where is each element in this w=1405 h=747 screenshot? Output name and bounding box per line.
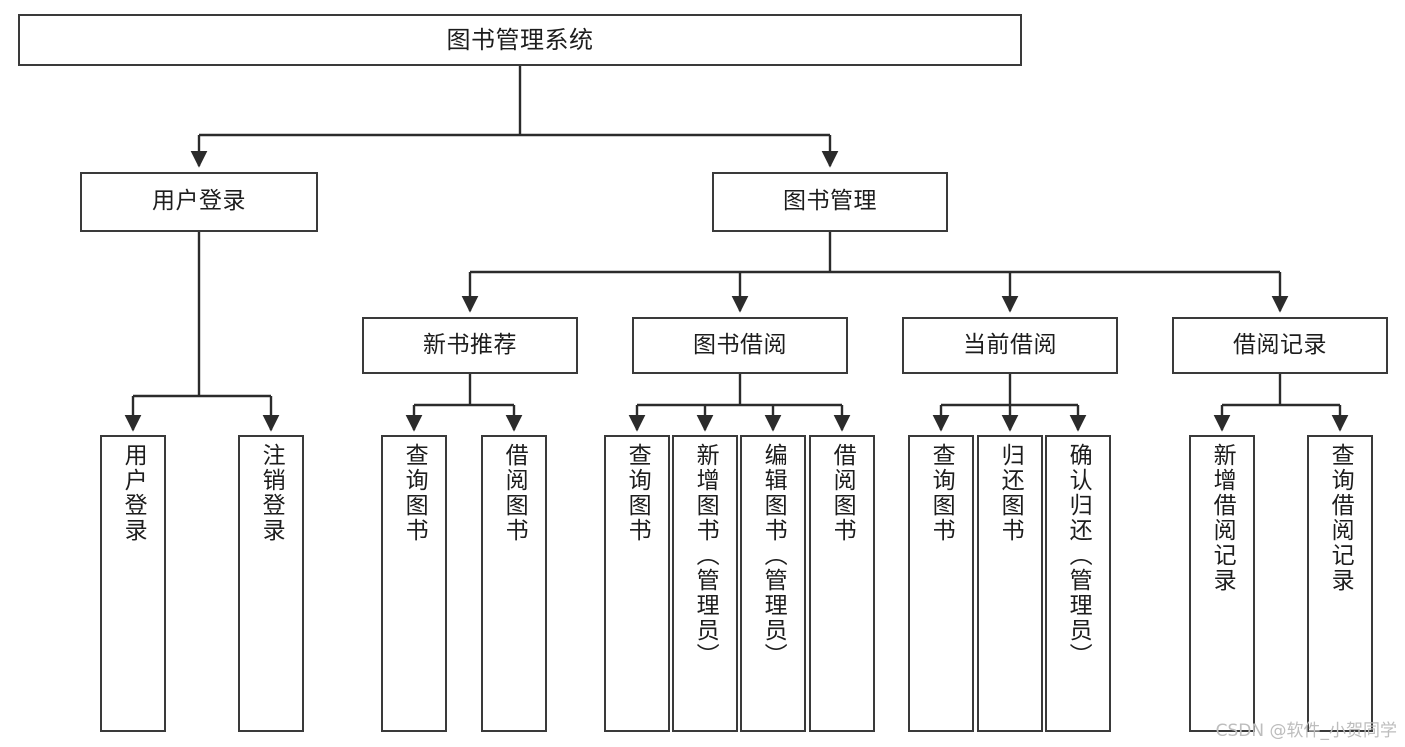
node-label: 新书推荐: [423, 331, 517, 358]
node-label: 编辑图书（管理员）: [760, 443, 787, 668]
node-label: 新增借阅记录: [1209, 443, 1236, 593]
node-user-login[interactable]: 用户登录: [80, 172, 318, 232]
node-label: 用户登录: [152, 188, 246, 215]
node-leaf-borrow-records-add[interactable]: 新增借阅记录: [1189, 435, 1255, 732]
node-leaf-book-borrow-query[interactable]: 查询图书: [604, 435, 670, 732]
node-label: 当前借阅: [963, 331, 1057, 358]
node-label: 图书管理系统: [446, 25, 594, 54]
node-label: 用户登录: [120, 443, 147, 543]
node-leaf-new-book-borrow[interactable]: 借阅图书: [481, 435, 547, 732]
node-leaf-book-borrow-borrow[interactable]: 借阅图书: [809, 435, 875, 732]
node-borrow-records[interactable]: 借阅记录: [1172, 317, 1388, 374]
node-label: 确认归还（管理员）: [1065, 443, 1092, 668]
node-leaf-book-borrow-edit[interactable]: 编辑图书（管理员）: [740, 435, 806, 732]
node-book-management[interactable]: 图书管理: [712, 172, 948, 232]
node-leaf-current-borrow-return[interactable]: 归还图书: [977, 435, 1043, 732]
node-label: 借阅图书: [501, 443, 528, 543]
csdn-watermark: CSDN @软件_小贺同学: [1215, 721, 1397, 741]
node-label: 图书管理: [783, 188, 877, 215]
node-label: 查询借阅记录: [1327, 443, 1354, 593]
node-label: 归还图书: [997, 443, 1024, 543]
node-label: 借阅图书: [829, 443, 856, 543]
node-label: 新增图书（管理员）: [692, 443, 719, 668]
node-label: 查询图书: [928, 443, 955, 543]
node-current-borrow[interactable]: 当前借阅: [902, 317, 1118, 374]
node-label: 注销登录: [258, 443, 285, 543]
node-leaf-user-login-logout[interactable]: 注销登录: [238, 435, 304, 732]
node-book-borrow[interactable]: 图书借阅: [632, 317, 848, 374]
node-label: 查询图书: [401, 443, 428, 543]
node-leaf-user-login-login[interactable]: 用户登录: [100, 435, 166, 732]
node-label: 查询图书: [624, 443, 651, 543]
node-label: 借阅记录: [1233, 331, 1327, 358]
node-new-book-recommend[interactable]: 新书推荐: [362, 317, 578, 374]
node-label: 图书借阅: [693, 331, 787, 358]
node-leaf-current-borrow-query[interactable]: 查询图书: [908, 435, 974, 732]
node-root-book-management-system[interactable]: 图书管理系统: [18, 14, 1022, 66]
node-leaf-book-borrow-add[interactable]: 新增图书（管理员）: [672, 435, 738, 732]
node-leaf-new-book-query[interactable]: 查询图书: [381, 435, 447, 732]
node-leaf-borrow-records-query[interactable]: 查询借阅记录: [1307, 435, 1373, 732]
node-leaf-current-borrow-confirm-return[interactable]: 确认归还（管理员）: [1045, 435, 1111, 732]
